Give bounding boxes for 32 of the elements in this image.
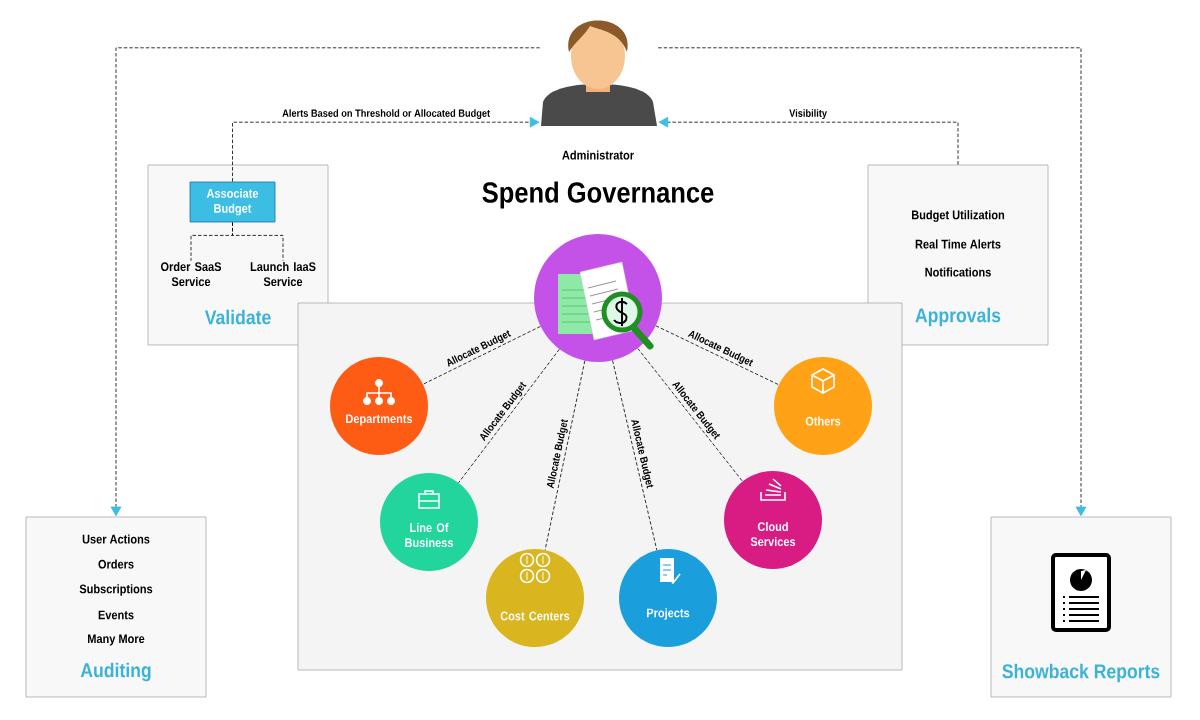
edge-label: Allocate Budget [546, 419, 568, 489]
person-caption: Administrator [562, 150, 634, 160]
connector-line [544, 360, 586, 551]
list-item: Events [98, 610, 134, 620]
connector-line [655, 325, 780, 386]
diagram-title: Spend Governance [482, 181, 714, 209]
list-item: User Actions [82, 534, 150, 544]
list-item: Subscriptions [79, 584, 153, 596]
connector-line [232, 222, 284, 262]
list-item: Notifications [925, 267, 991, 277]
edge-label: Alerts Based on Threshold or Allocated Budget [282, 109, 490, 119]
section-heading: Approvals [915, 307, 1001, 327]
connector-line [458, 348, 560, 484]
edge-label: Visibility [789, 109, 827, 119]
arrow [658, 116, 959, 165]
arrow [232, 116, 540, 182]
list-item: Orders [98, 559, 134, 569]
section-heading: Validate [204, 309, 271, 325]
service-label: Order SaaS Service [160, 261, 222, 287]
edge-label: Allocate Budget [631, 420, 654, 489]
list-item: Many More [88, 634, 145, 646]
section-heading: Showback Reports [1002, 663, 1160, 683]
section-heading: Auditing [80, 662, 151, 682]
list-item: Budget Utilization [912, 210, 1005, 222]
arrow [110, 47, 541, 517]
arrow [657, 47, 1087, 517]
list-item: Real Time Alerts [915, 239, 1001, 249]
service-label: Launch IaaS Service [250, 261, 316, 287]
process-box: Associate Budget [189, 181, 276, 223]
connector-line [422, 326, 541, 385]
connector-line [637, 348, 743, 482]
connector-line [612, 360, 658, 551]
